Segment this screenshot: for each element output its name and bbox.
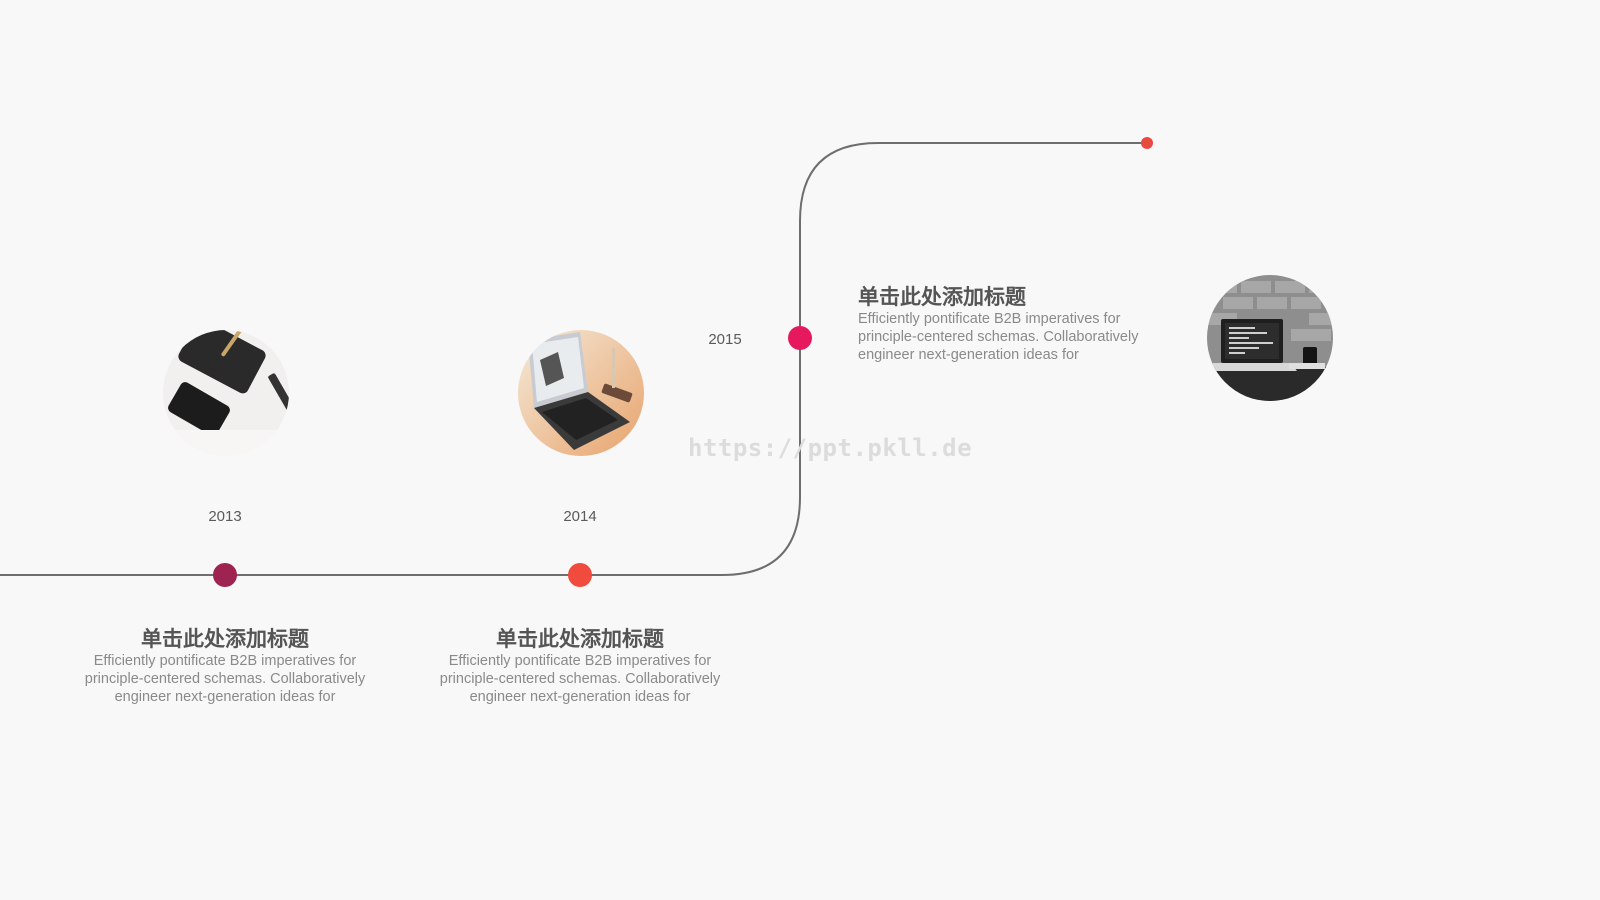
body-line: principle-centered schemas. Collaborativ… [858, 329, 1139, 345]
milestone-text-2013: 单击此处添加标题 Efficiently pontificate B2B imp… [75, 626, 375, 706]
body-line: engineer next-generation ideas for [469, 689, 691, 705]
body-line: Efficiently pontificate B2B imperatives … [858, 311, 1121, 327]
milestone-title: 单击此处添加标题 [858, 285, 1026, 309]
year-label-2015: 2015 [708, 331, 742, 348]
timeline-end-dot [1141, 137, 1153, 149]
milestone-title: 单击此处添加标题 [141, 627, 309, 651]
milestone-body: Efficiently pontificate B2B imperatives … [75, 652, 375, 706]
year-label-2014: 2014 [563, 508, 597, 525]
timeline-dot-2015 [788, 326, 812, 350]
milestone-text-2014: 单击此处添加标题 Efficiently pontificate B2B imp… [430, 626, 730, 706]
milestone-body: Efficiently pontificate B2B imperatives … [430, 652, 730, 706]
milestone-text-2015: 单击此处添加标题 Efficiently pontificate B2B imp… [858, 284, 1158, 364]
milestone-title: 单击此处添加标题 [496, 627, 664, 651]
photo-phones-on-desk [163, 330, 289, 456]
timeline-dot-2014 [568, 563, 592, 587]
body-line: engineer next-generation ideas for [858, 347, 1079, 363]
body-line: engineer next-generation ideas for [114, 689, 336, 705]
body-line: principle-centered schemas. Collaborativ… [84, 671, 366, 687]
timeline-line [0, 142, 1147, 576]
year-label-2013: 2013 [208, 508, 242, 525]
photo-laptop-on-desk [518, 330, 644, 456]
photo-laptop-code-grayscale [1207, 275, 1333, 401]
body-line: Efficiently pontificate B2B imperatives … [93, 653, 357, 669]
body-line: principle-centered schemas. Collaborativ… [439, 671, 721, 687]
body-line: Efficiently pontificate B2B imperatives … [448, 653, 712, 669]
watermark-text: https://ppt.pkll.de [688, 434, 973, 462]
timeline-dot-2013 [213, 563, 237, 587]
milestone-body: Efficiently pontificate B2B imperatives … [858, 310, 1158, 364]
